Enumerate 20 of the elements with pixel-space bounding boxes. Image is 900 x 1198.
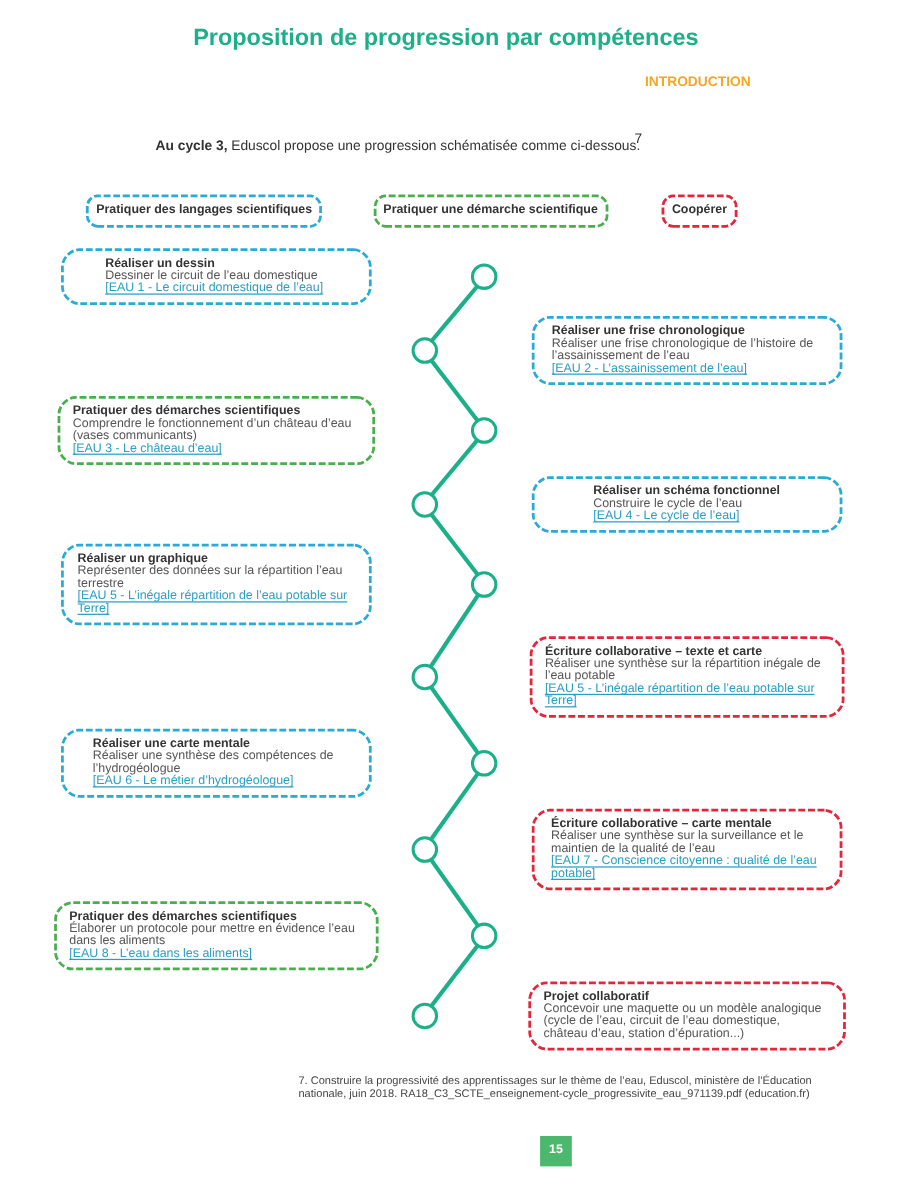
node-circle: [411, 663, 439, 691]
connector: [429, 858, 480, 927]
connector: [428, 593, 480, 668]
connector: [429, 359, 480, 422]
node-circle: [470, 750, 498, 777]
connector: [429, 772, 480, 841]
diagram-title: Proposition de progression par compétences: [193, 24, 699, 51]
connector: [430, 439, 479, 497]
node-circle: [470, 263, 498, 290]
connector: [429, 686, 480, 754]
node-circle: [411, 491, 439, 518]
node-circle: [411, 337, 439, 364]
node-circle: [470, 417, 498, 444]
node-circle: [470, 922, 498, 950]
connector: [429, 944, 479, 1008]
node-circle: [470, 571, 498, 598]
node-circle: [411, 836, 439, 863]
connector: [429, 513, 480, 576]
node-circle: [411, 1002, 439, 1030]
connector: [430, 285, 479, 343]
